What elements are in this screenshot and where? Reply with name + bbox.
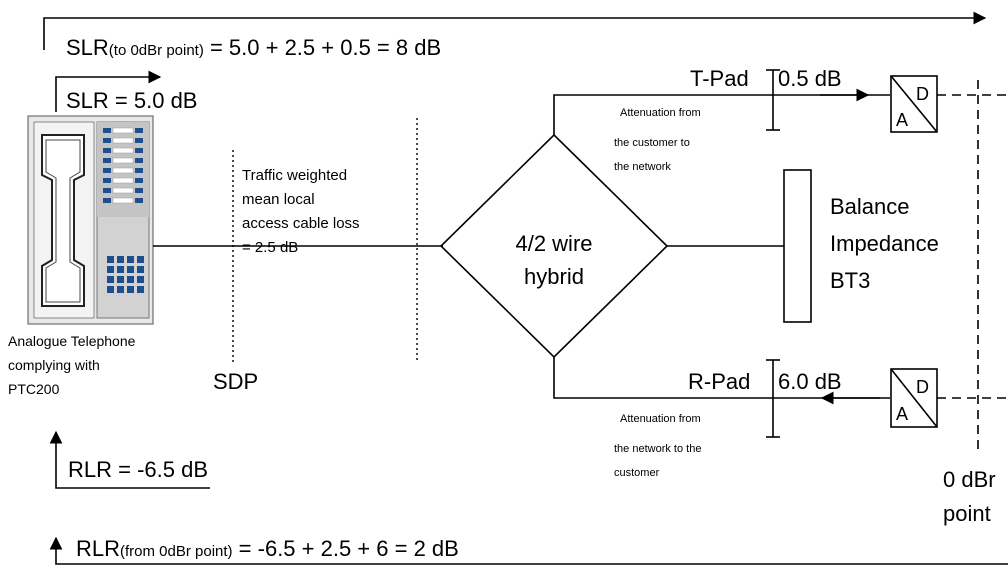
telephone-icon — [27, 115, 154, 325]
balance-label-line-1: Balance — [830, 194, 910, 219]
r-pad-note-line-1: Attenuation from — [620, 413, 701, 425]
reference-point-line-2: point — [943, 501, 991, 526]
sdp-label: SDP — [213, 369, 258, 394]
t-pad-marker — [766, 69, 780, 131]
ad-converter-bottom-a: A — [896, 404, 908, 424]
cable-note-line-1: Traffic weighted — [242, 167, 347, 184]
slr-phone-arrow — [55, 70, 162, 112]
t-pad-name: T-Pad — [690, 66, 749, 91]
keypad-icon — [107, 256, 144, 293]
cable-note-line-2: mean local — [242, 191, 315, 208]
slr-total-label: SLR(to 0dBr point) = 5.0 + 2.5 + 0.5 = 8… — [66, 35, 441, 60]
receive-path-line — [553, 357, 890, 399]
rlr-total-arrow — [49, 536, 1008, 565]
ad-converter-top — [890, 75, 938, 133]
r-pad-note-line-2: the network to the — [614, 443, 701, 455]
t-pad-note-line-1: Attenuation from — [620, 107, 701, 119]
hybrid-label-line-1: 4/2 wire — [515, 231, 592, 256]
r-pad-value: 6.0 dB — [778, 369, 842, 394]
telephone-caption-line-2: complying with — [8, 357, 100, 373]
rlr-phone-arrow — [49, 430, 210, 489]
telephone-caption-line-3: PTC200 — [8, 381, 60, 397]
ad-converter-bottom-d: D — [916, 377, 929, 397]
t-pad-note-line-2: the customer to — [614, 137, 690, 149]
ad-converter-top-d: D — [916, 84, 929, 104]
cable-note-line-3: access cable loss — [242, 215, 360, 232]
cable-note-line-4: = 2.5 dB — [242, 239, 298, 256]
r-pad-name: R-Pad — [688, 369, 750, 394]
slr-phone-label: SLR = 5.0 dB — [66, 88, 197, 113]
transmit-path-line — [553, 94, 890, 135]
hybrid-label-line-2: hybrid — [524, 264, 584, 289]
rlr-phone-label: RLR = -6.5 dB — [68, 457, 208, 482]
t-pad-value: 0.5 dB — [778, 66, 842, 91]
balance-impedance-box — [783, 169, 812, 323]
reference-point-line-1: 0 dBr — [943, 467, 996, 492]
ad-converter-top-a: A — [896, 110, 908, 130]
telephone-caption-line-1: Analogue Telephone — [8, 333, 136, 349]
r-pad-note-line-3: customer — [614, 467, 660, 479]
balance-label-line-3: BT3 — [830, 268, 870, 293]
slr-total-arrow — [43, 11, 987, 50]
rlr-total-label: RLR(from 0dBr point) = -6.5 + 2.5 + 6 = … — [76, 536, 459, 561]
t-pad-note-line-3: the network — [614, 161, 671, 173]
r-pad-marker — [766, 359, 780, 438]
balance-label-line-2: Impedance — [830, 231, 939, 256]
